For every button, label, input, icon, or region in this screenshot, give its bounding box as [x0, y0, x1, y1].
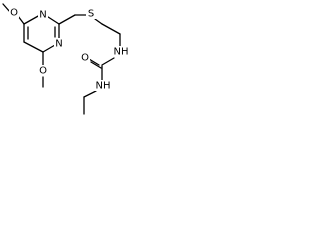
atom-ring-n-upper: N [39, 10, 46, 21]
bond-ch2-ch2 [101, 23, 121, 35]
ring-bond-c3-c4 [23, 41, 44, 53]
atom-o-carbonyl: O [81, 53, 89, 64]
bond-carbonyl-o-a [88, 58, 100, 66]
atom-sulfur: S [88, 9, 94, 20]
bonds [2, 3, 121, 115]
atom-o-bottom: O [39, 66, 47, 77]
bond-carbonyl-o-b [90, 61, 102, 69]
atom-nh-right: NH [114, 47, 129, 58]
bond-nh-right-carbonyl [101, 57, 115, 66]
bond-sulfur-ch2 [94, 18, 103, 25]
atom-o-top: O [10, 8, 18, 19]
atom-nh-lower: NH [96, 81, 111, 92]
atom-ring-n-lower: N [55, 39, 62, 50]
ring-bond-c1-n1 [23, 14, 41, 25]
bond-nh-lower-ethyl [83, 90, 97, 98]
chemical-structure: O N N S NH O NH O [2, 3, 130, 115]
atom-labels: O N N S NH O NH O [9, 7, 130, 92]
bond-ring-ch2 [58, 14, 76, 25]
bond-methyl-o-top [2, 3, 11, 13]
ring-bond-n2-c3 [42, 44, 56, 53]
